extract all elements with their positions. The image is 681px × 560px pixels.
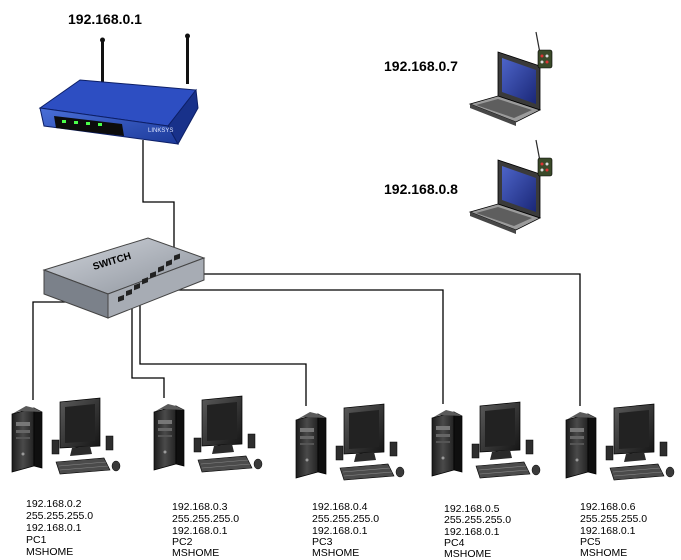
pc-1-info: 192.168.0.2 255.255.255.0 192.168.0.1 PC…: [26, 498, 96, 558]
pc-1-icon: [11, 397, 121, 475]
cable-pc2: [131, 297, 165, 398]
router-switch-cable: [142, 140, 175, 252]
laptop-1: 192.168.0.7: [384, 31, 553, 127]
pc-4-icon: [431, 401, 541, 479]
laptop-1-icon: [469, 31, 553, 127]
cable-pc4: [148, 289, 444, 404]
router-brand: LINKSYS: [148, 128, 173, 134]
pc-4: 192.168.0.5 255.255.255.0 192.168.0.1 PC…: [431, 401, 541, 560]
router-ip-label: 192.168.0.1: [68, 11, 142, 27]
network-switch: SWITCH: [42, 237, 206, 319]
switch-ports: [118, 253, 180, 303]
pc-3: 192.168.0.4 255.255.255.0 192.168.0.1 PC…: [295, 403, 405, 559]
laptop-2: 192.168.0.8: [384, 139, 553, 235]
pc-3-info: 192.168.0.4 255.255.255.0 192.168.0.1 PC…: [312, 501, 382, 559]
cable-pc5: [190, 273, 581, 406]
wireless-router: 192.168.0.1 LINKSYS: [38, 11, 199, 146]
pc-1: 192.168.0.2 255.255.255.0 192.168.0.1 PC…: [11, 397, 121, 558]
pc-3-icon: [295, 403, 405, 481]
pc-5-icon: [565, 403, 675, 481]
pc-5: 192.168.0.6 255.255.255.0 192.168.0.1 PC…: [565, 403, 675, 559]
laptop-2-icon: [469, 139, 553, 235]
cable-pc3: [139, 297, 307, 406]
pc-2: 192.168.0.3 255.255.255.0 192.168.0.1 PC…: [153, 395, 263, 559]
pc-5-info: 192.168.0.6 255.255.255.0 192.168.0.1 PC…: [580, 501, 650, 559]
laptop-2-ip-label: 192.168.0.8: [384, 181, 458, 197]
pc-4-info: 192.168.0.5 255.255.255.0 192.168.0.1 PC…: [444, 503, 514, 560]
pc-2-info: 192.168.0.3 255.255.255.0 192.168.0.1 PC…: [172, 501, 242, 559]
laptop-1-ip-label: 192.168.0.7: [384, 58, 458, 74]
pc-2-icon: [153, 395, 263, 473]
